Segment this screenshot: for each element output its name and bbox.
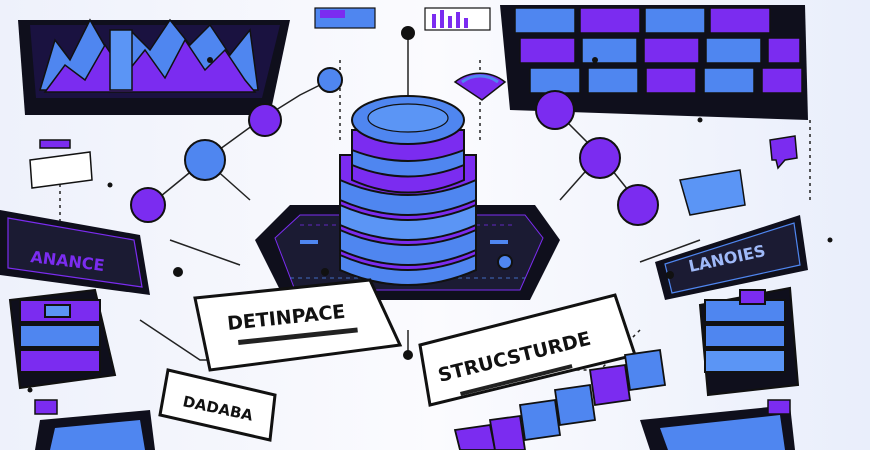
scatter-dots — [27, 57, 833, 393]
file-folders-bottom — [453, 348, 667, 450]
fan-chart-icon — [453, 72, 507, 101]
bottom-left-label-card: DADABA — [158, 368, 277, 442]
database-cylinder-icon — [339, 95, 477, 286]
left-label-panel: ANANCE — [0, 210, 150, 295]
top-center-tiles — [314, 7, 491, 40]
storage-blocks-left — [8, 288, 117, 390]
server-rack-top-right — [500, 5, 808, 120]
right-label-panel: LANOIES — [655, 215, 808, 300]
chart-panel-top-left — [18, 18, 290, 115]
bottom-dark-panels — [35, 405, 795, 450]
node-purple — [535, 90, 575, 130]
node-purple — [130, 187, 166, 223]
top-node-dot — [401, 26, 415, 40]
decorative-icons — [29, 135, 798, 415]
node-purple — [248, 103, 282, 137]
center-left-label-card: DETINPACE — [193, 278, 403, 372]
node-blue-small — [317, 67, 343, 93]
node-purple — [617, 184, 659, 226]
node-blue — [184, 139, 226, 181]
node-blue-tiny — [497, 254, 513, 270]
network-nodes — [130, 67, 659, 270]
server-stack-right — [698, 286, 800, 397]
node-purple — [579, 137, 621, 179]
